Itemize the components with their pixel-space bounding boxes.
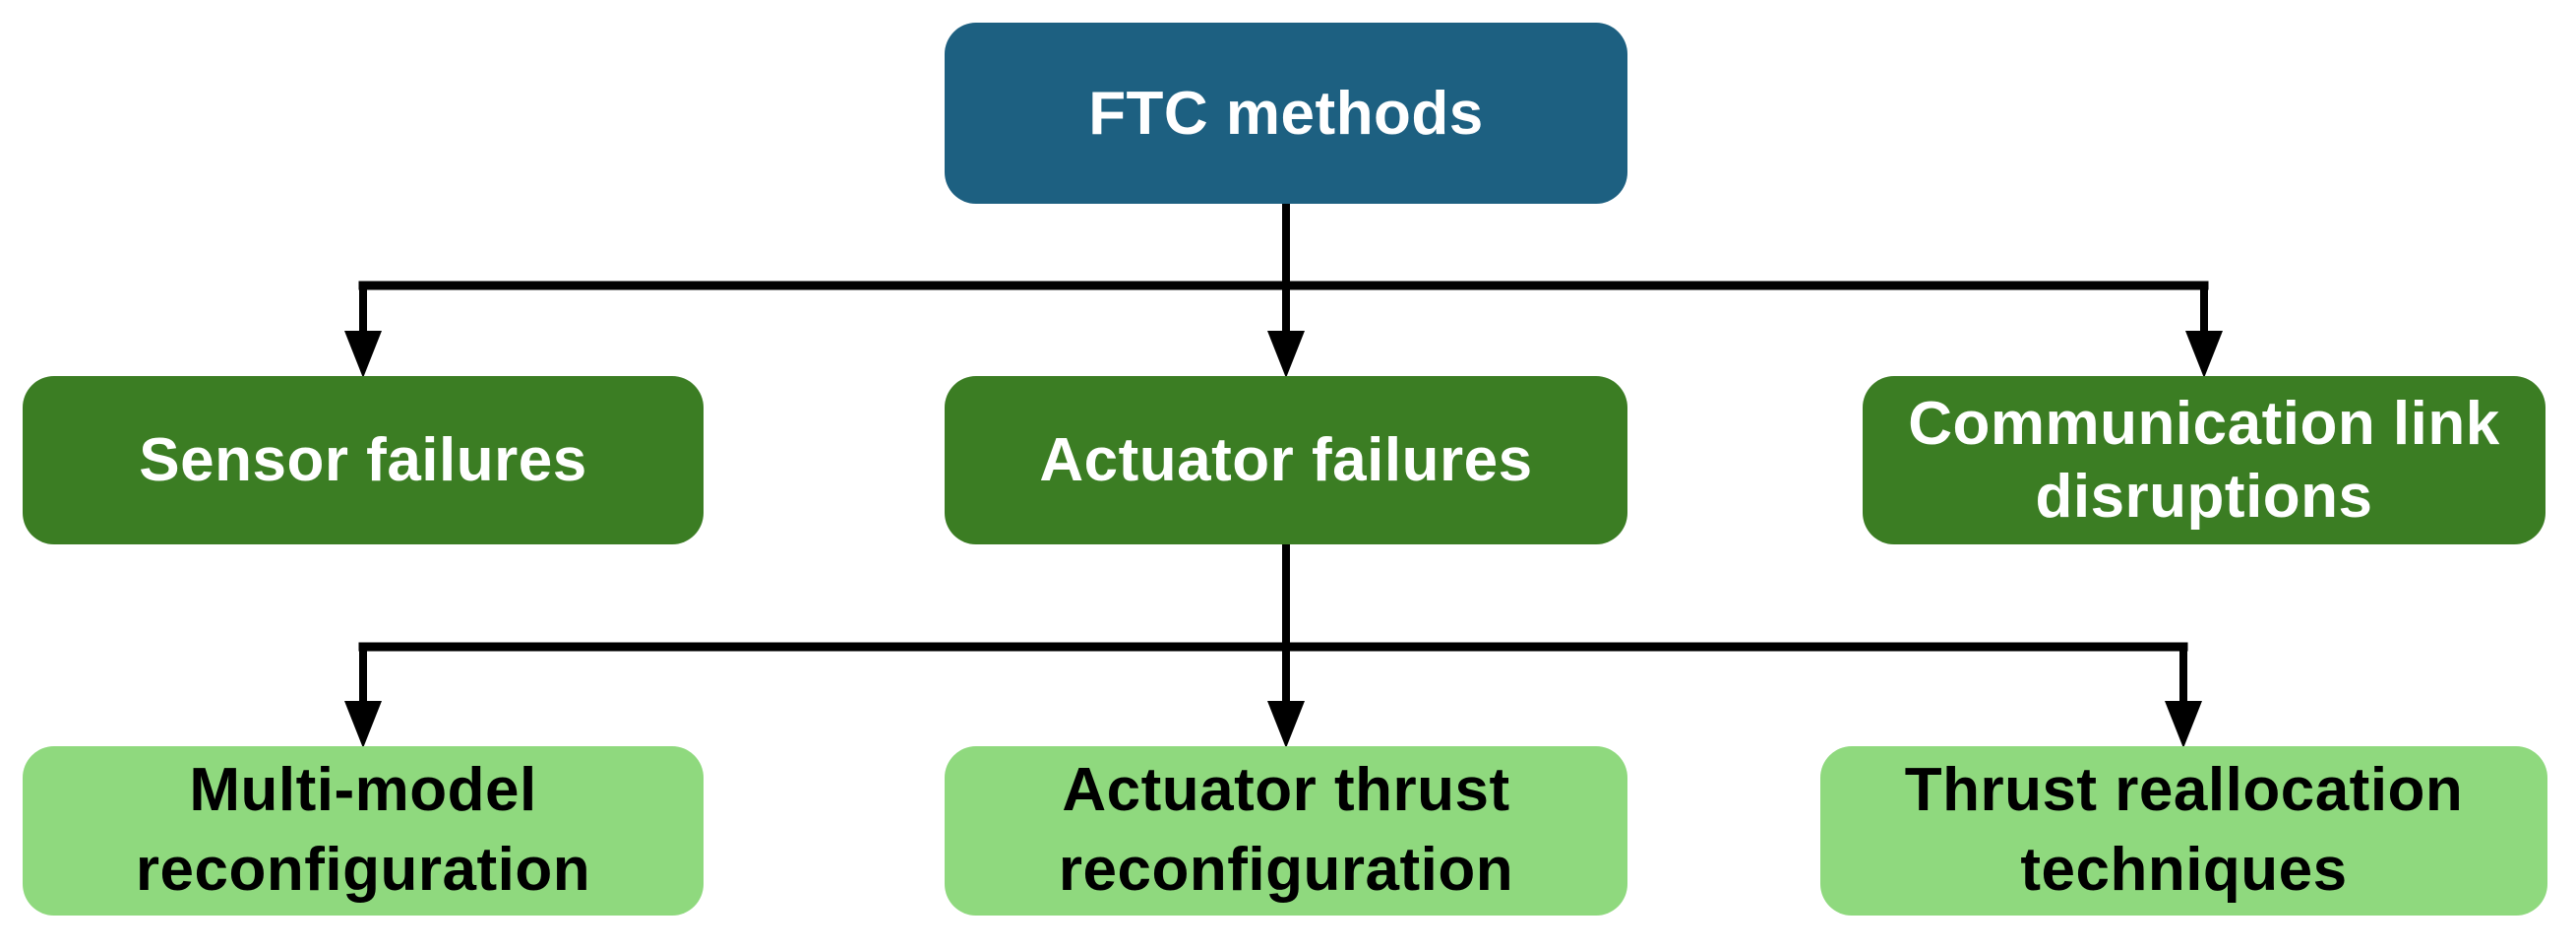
node-multi-model-reconfiguration: Multi-model reconfiguration xyxy=(23,746,704,916)
arrowhead-down-icon xyxy=(344,701,382,748)
arrowhead-down-icon xyxy=(1267,701,1305,748)
node-actuator-failures: Actuator failures xyxy=(945,376,1627,544)
edges-from-actuator-failures xyxy=(344,541,2202,748)
arrowhead-down-icon xyxy=(1267,331,1305,378)
node-thrust-reallocation-techniques: Thrust reallocation techniques xyxy=(1820,746,2547,916)
arrowhead-down-icon xyxy=(2165,701,2202,748)
node-actuator-thrust-reconfiguration: Actuator thrust reconfiguration xyxy=(945,746,1627,916)
node-sensor-failures: Sensor failures xyxy=(23,376,704,544)
node-ftc-methods: FTC methods xyxy=(945,23,1627,204)
arrowhead-down-icon xyxy=(2185,331,2223,378)
node-communication-link-disruptions: Communication link disruptions xyxy=(1863,376,2545,544)
edges-from-ftc-methods xyxy=(344,197,2223,378)
arrowhead-down-icon xyxy=(344,331,382,378)
